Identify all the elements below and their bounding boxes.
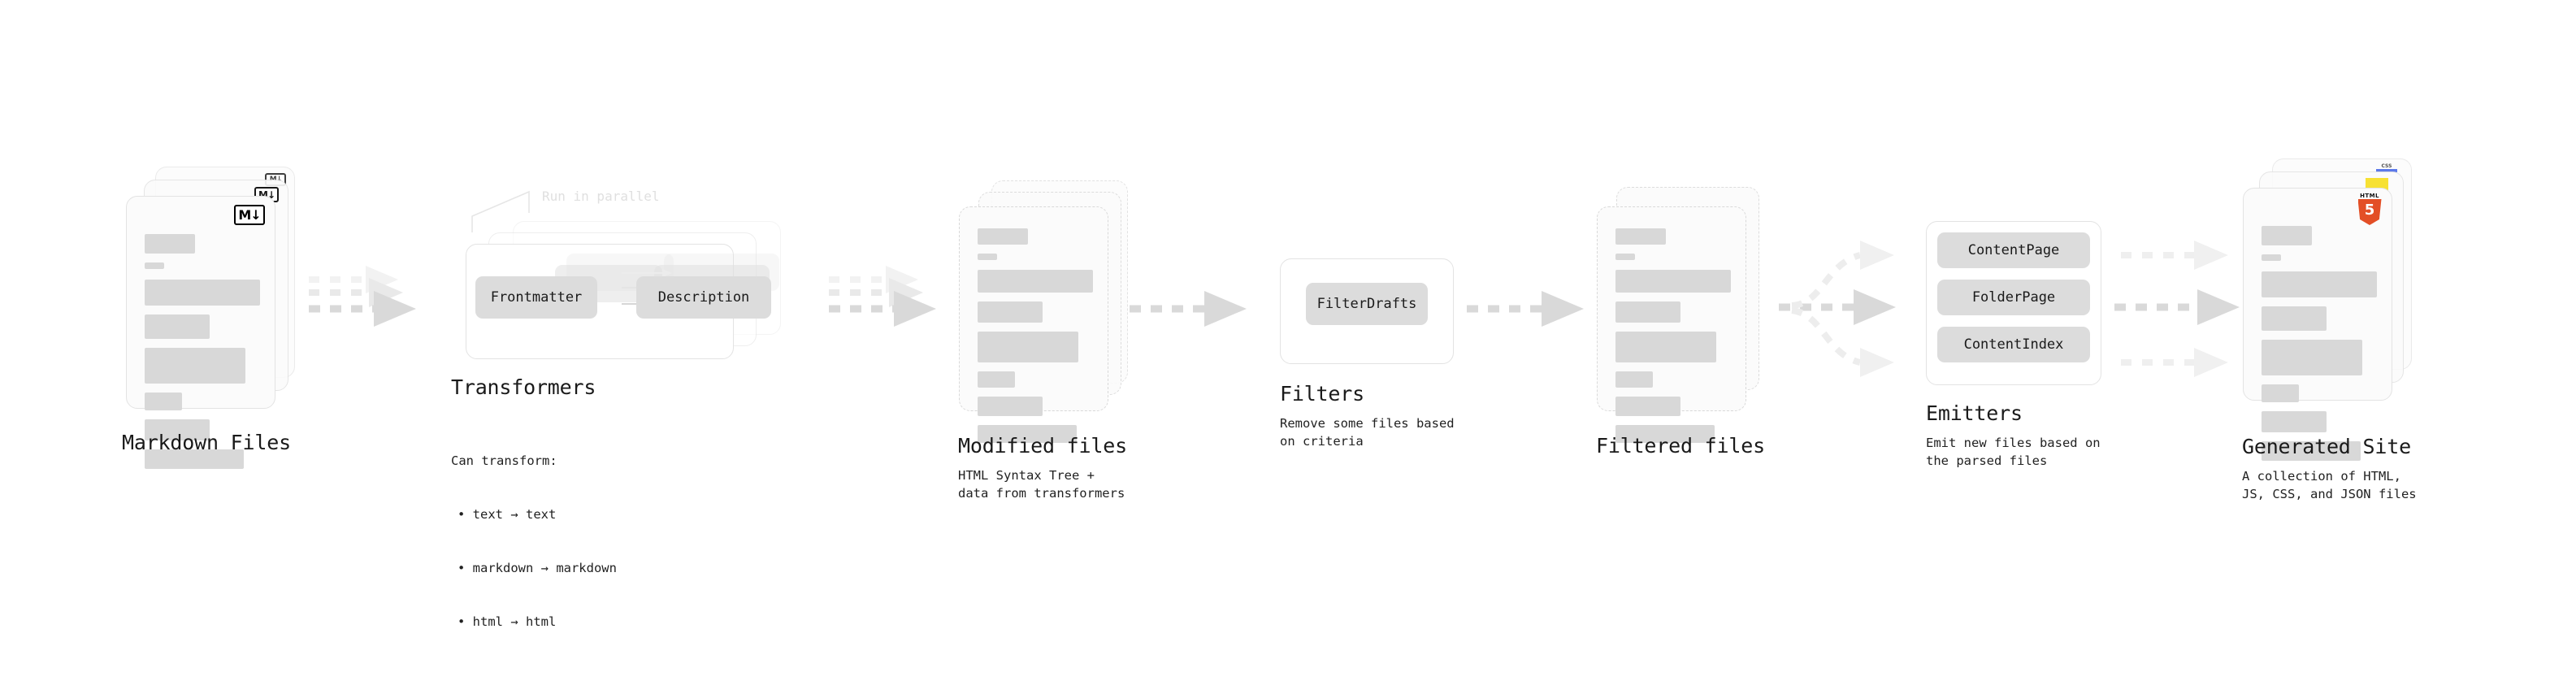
stage-desc-generated-site: A collection of HTML, JS, CSS, and JSON … [2242,469,2417,501]
placeholder-line [1615,371,1653,388]
css-badge-label: CSS [2381,163,2392,169]
connector-transformers-to-modified [829,266,936,327]
run-in-parallel-label: Run in parallel [542,189,660,204]
placeholder-line [2262,384,2299,402]
stage-desc-modified-files: HTML Syntax Tree + data from transformer… [958,468,1125,501]
chip-contentindex[interactable]: ContentIndex [1937,327,2090,362]
stage-title-transformers: Transformers [451,375,596,399]
placeholder-line [1615,301,1680,323]
markdown-placeholder-lines [145,234,260,478]
chip-contentpage[interactable]: ContentPage [1937,232,2090,268]
html5-shield-shape [2357,199,2382,225]
placeholder-line [1615,425,1715,443]
chip-description[interactable]: Description [636,276,771,319]
transform-intro: Can transform: [451,453,557,468]
placeholder-line [145,393,182,410]
generated-site-stack: CSS HTML [2243,158,2418,461]
stage-title-markdown-files: Markdown Files [122,431,291,454]
placeholder-line [145,234,195,254]
placeholder-line [145,262,164,269]
css-badge-bar [2376,169,2397,172]
placeholder-line [978,254,997,260]
placeholder-line [978,425,1077,443]
transform-bullet-text: • text → text [458,507,557,522]
stage-title-filters: Filters [1280,382,1364,406]
placeholder-line [2262,411,2327,432]
placeholder-line [145,348,245,384]
css3-badge-icon: CSS [2375,163,2398,175]
transform-bullet-html: • html → html [458,614,557,629]
chip-frontmatter[interactable]: Frontmatter [475,276,597,319]
placeholder-line [2262,340,2362,375]
placeholder-line [978,332,1078,362]
stage-title-modified-files: Modified files [958,434,1127,458]
placeholder-line [2262,441,2361,461]
stage-desc-transformers: Can transform: • text → text • markdown … [451,416,617,666]
connector-modified-to-filters [1130,291,1247,327]
placeholder-line [2262,226,2312,245]
placeholder-line [2262,306,2327,331]
markdown-badge-icon: M↓ [234,205,265,225]
markdown-file-stack: M↓ M↓ M↓ [126,167,301,469]
stage-desc-emitters: Emit new files based on the parsed files [1926,436,2101,468]
chip-filterdrafts[interactable]: FilterDrafts [1306,283,1428,325]
modified-placeholder-lines [978,228,1093,452]
placeholder-line [978,397,1043,416]
placeholder-line [978,270,1093,293]
transform-bullet-markdown: • markdown → markdown [458,561,617,575]
placeholder-line [1615,397,1680,416]
connector-filters-to-filtered [1467,291,1584,327]
connector-emitters-to-site [2114,241,2240,377]
placeholder-line [1615,270,1731,293]
chip-folderpage[interactable]: FolderPage [1937,280,2090,315]
placeholder-line [978,228,1028,245]
html5-badge-label: HTML [2360,193,2379,199]
stage-markdown-files: M↓ M↓ M↓ Markdown Files [122,167,301,469]
stage-title-emitters: Emitters [1926,401,2023,425]
filtered-file-stack [1597,180,1772,443]
modified-file-stack [959,180,1134,443]
filtered-placeholder-lines [1615,228,1731,452]
placeholder-line [145,449,244,469]
placeholder-line [145,280,260,306]
stage-filtered-files: Filtered files [1596,180,1772,458]
placeholder-line [1615,332,1716,362]
placeholder-line [145,314,210,339]
run-in-parallel-leader [471,190,530,232]
placeholder-line [1615,254,1635,260]
html5-badge-icon: HTML [2356,193,2383,225]
stage-generated-site: CSS HTML [2242,158,2418,501]
site-placeholder-lines [2262,226,2377,470]
placeholder-line [2262,271,2377,297]
markdown-sheet-front: M↓ [126,196,275,469]
placeholder-line [145,419,210,440]
stage-title-generated-site: Generated Site [2242,435,2411,458]
placeholder-line [1615,228,1666,245]
site-sheet-front: HTML [2243,188,2392,461]
connector-markdown-to-transformers [309,266,416,327]
stage-modified-files: Modified files HTML Syntax Tree + data f… [958,180,1134,501]
filtered-sheet-front [1597,206,1746,443]
placeholder-line [978,371,1015,388]
connector-filtered-to-emitters [1779,241,1896,377]
modified-sheet-front [959,206,1108,443]
stage-title-filtered-files: Filtered files [1596,434,1765,458]
placeholder-line [978,301,1043,323]
stage-desc-filters: Remove some files based on criteria [1280,416,1455,449]
placeholder-line [2262,254,2281,261]
